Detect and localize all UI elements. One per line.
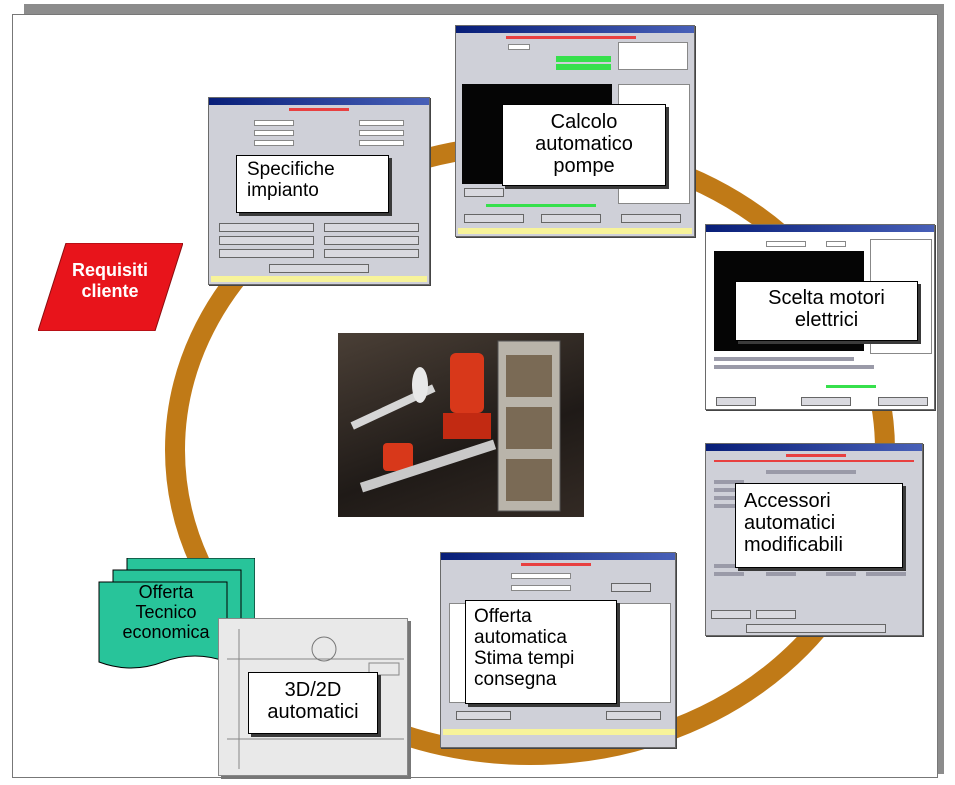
- cabinet-panel: [506, 407, 552, 449]
- form-button: [711, 610, 751, 619]
- window-titlebar: [706, 225, 934, 232]
- form-field: [359, 140, 404, 146]
- form-button: [756, 610, 796, 619]
- pump-motor: [383, 443, 413, 471]
- pump-skid-icon: [350, 340, 561, 512]
- window-header-text: [521, 563, 591, 566]
- info-line: [766, 572, 796, 576]
- form-button: [606, 711, 661, 720]
- pipe: [359, 439, 497, 493]
- drawing-part: [368, 662, 400, 676]
- form-field: [359, 130, 404, 136]
- step-calcolo: Calcolo automatico pompe: [502, 104, 666, 186]
- form-field: [359, 120, 404, 126]
- pressure-tank: [412, 367, 428, 403]
- form-field: [766, 241, 806, 247]
- window-titlebar: [456, 26, 694, 33]
- requirement-shape: [38, 243, 183, 331]
- window-header-text: [289, 108, 349, 111]
- offer-document-stack: [98, 558, 255, 669]
- info-line: [866, 572, 906, 576]
- drawing-lines-icon: [227, 629, 404, 769]
- step-3d2d: 3D/2D automatici: [248, 672, 378, 734]
- drawing-tank: [311, 636, 337, 662]
- form-button: [324, 236, 419, 245]
- form-field: [254, 140, 294, 146]
- form-button: [456, 711, 511, 720]
- form-button: [801, 397, 851, 406]
- form-button: [219, 223, 314, 232]
- form-button: [541, 214, 601, 223]
- window-titlebar: [209, 98, 429, 105]
- form-button: [219, 249, 314, 258]
- form-field: [254, 120, 294, 126]
- form-field: [511, 573, 571, 579]
- cabinet-panel: [506, 459, 552, 501]
- status-text: [486, 204, 596, 207]
- info-line: [714, 365, 874, 369]
- form-button: [746, 624, 886, 633]
- form-button: [621, 214, 681, 223]
- info-line: [714, 488, 744, 492]
- step-specifiche: Specifiche impianto: [236, 155, 389, 213]
- window-header-text: [506, 36, 636, 39]
- pump-skid-image: [338, 333, 584, 517]
- status-indicator: [556, 56, 611, 62]
- step-offerta: Offerta automatica Stima tempi consegna: [465, 600, 617, 704]
- window-header-text: [714, 460, 914, 462]
- info-line: [714, 357, 854, 361]
- step-accessori: Accessori automatici modificabili: [735, 483, 903, 568]
- status-text: [826, 385, 876, 388]
- step-motori: Scelta motori elettrici: [735, 281, 918, 341]
- form-button: [464, 214, 524, 223]
- info-line: [766, 470, 856, 474]
- pump-motor: [450, 353, 484, 413]
- window-titlebar: [706, 444, 922, 451]
- form-field: [511, 585, 571, 591]
- form-button: [878, 397, 928, 406]
- info-line: [714, 504, 744, 508]
- form-button: [219, 236, 314, 245]
- form-button: [464, 188, 504, 197]
- info-line: [714, 496, 744, 500]
- info-line: [714, 572, 744, 576]
- status-indicator: [556, 64, 611, 70]
- form-button: [611, 583, 651, 592]
- window-titlebar: [441, 553, 675, 560]
- form-field: [826, 241, 846, 247]
- info-line: [826, 572, 856, 576]
- status-bar: [458, 228, 692, 234]
- form-button: [324, 249, 419, 258]
- cabinet-panel: [506, 355, 552, 397]
- status-bar: [443, 729, 675, 735]
- pump-body: [443, 413, 491, 439]
- offer-doc-label: Offerta Tecnico economica: [122, 582, 210, 643]
- window-header-text: [786, 454, 846, 457]
- requirement-parallelogram: [38, 243, 183, 331]
- form-button: [324, 223, 419, 232]
- info-panel: [618, 42, 688, 70]
- status-bar: [211, 276, 427, 282]
- form-button: [269, 264, 369, 273]
- form-field: [508, 44, 530, 50]
- form-button: [716, 397, 756, 406]
- requirement-label: Requisiti cliente: [71, 260, 148, 301]
- info-line: [714, 480, 744, 484]
- form-field: [254, 130, 294, 136]
- info-line: [714, 564, 744, 568]
